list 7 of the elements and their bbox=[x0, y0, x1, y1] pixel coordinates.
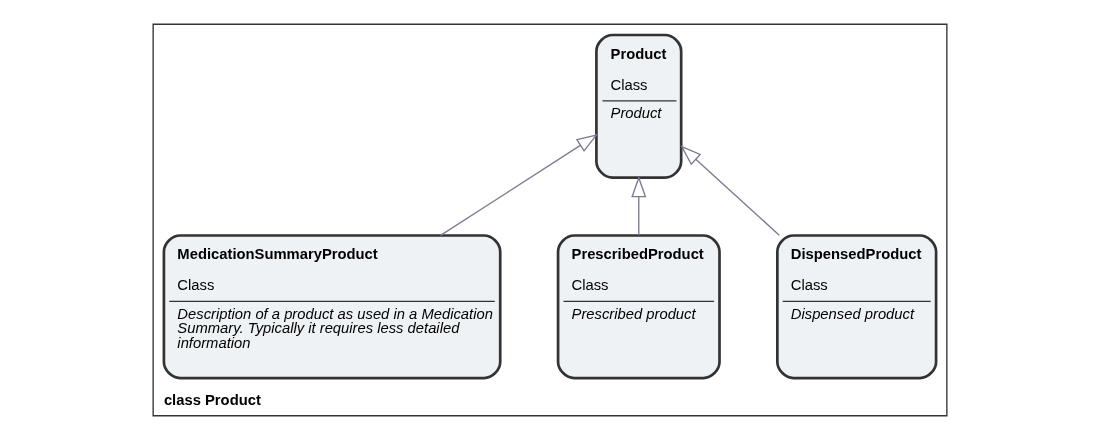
node-box: MedicationSummaryProduct Class Description of a product as used in a Medication Summary. Typically it requires less detailed information bbox=[162, 234, 502, 380]
node-box: DispensedProduct Class Dispensed product bbox=[775, 234, 937, 380]
node-box: PrescribedProduct Class Prescribed product bbox=[556, 234, 721, 380]
node-box: Product Class Product bbox=[594, 33, 682, 179]
arrow bbox=[679, 145, 780, 236]
arrow bbox=[439, 133, 598, 237]
arrow bbox=[630, 175, 646, 236]
